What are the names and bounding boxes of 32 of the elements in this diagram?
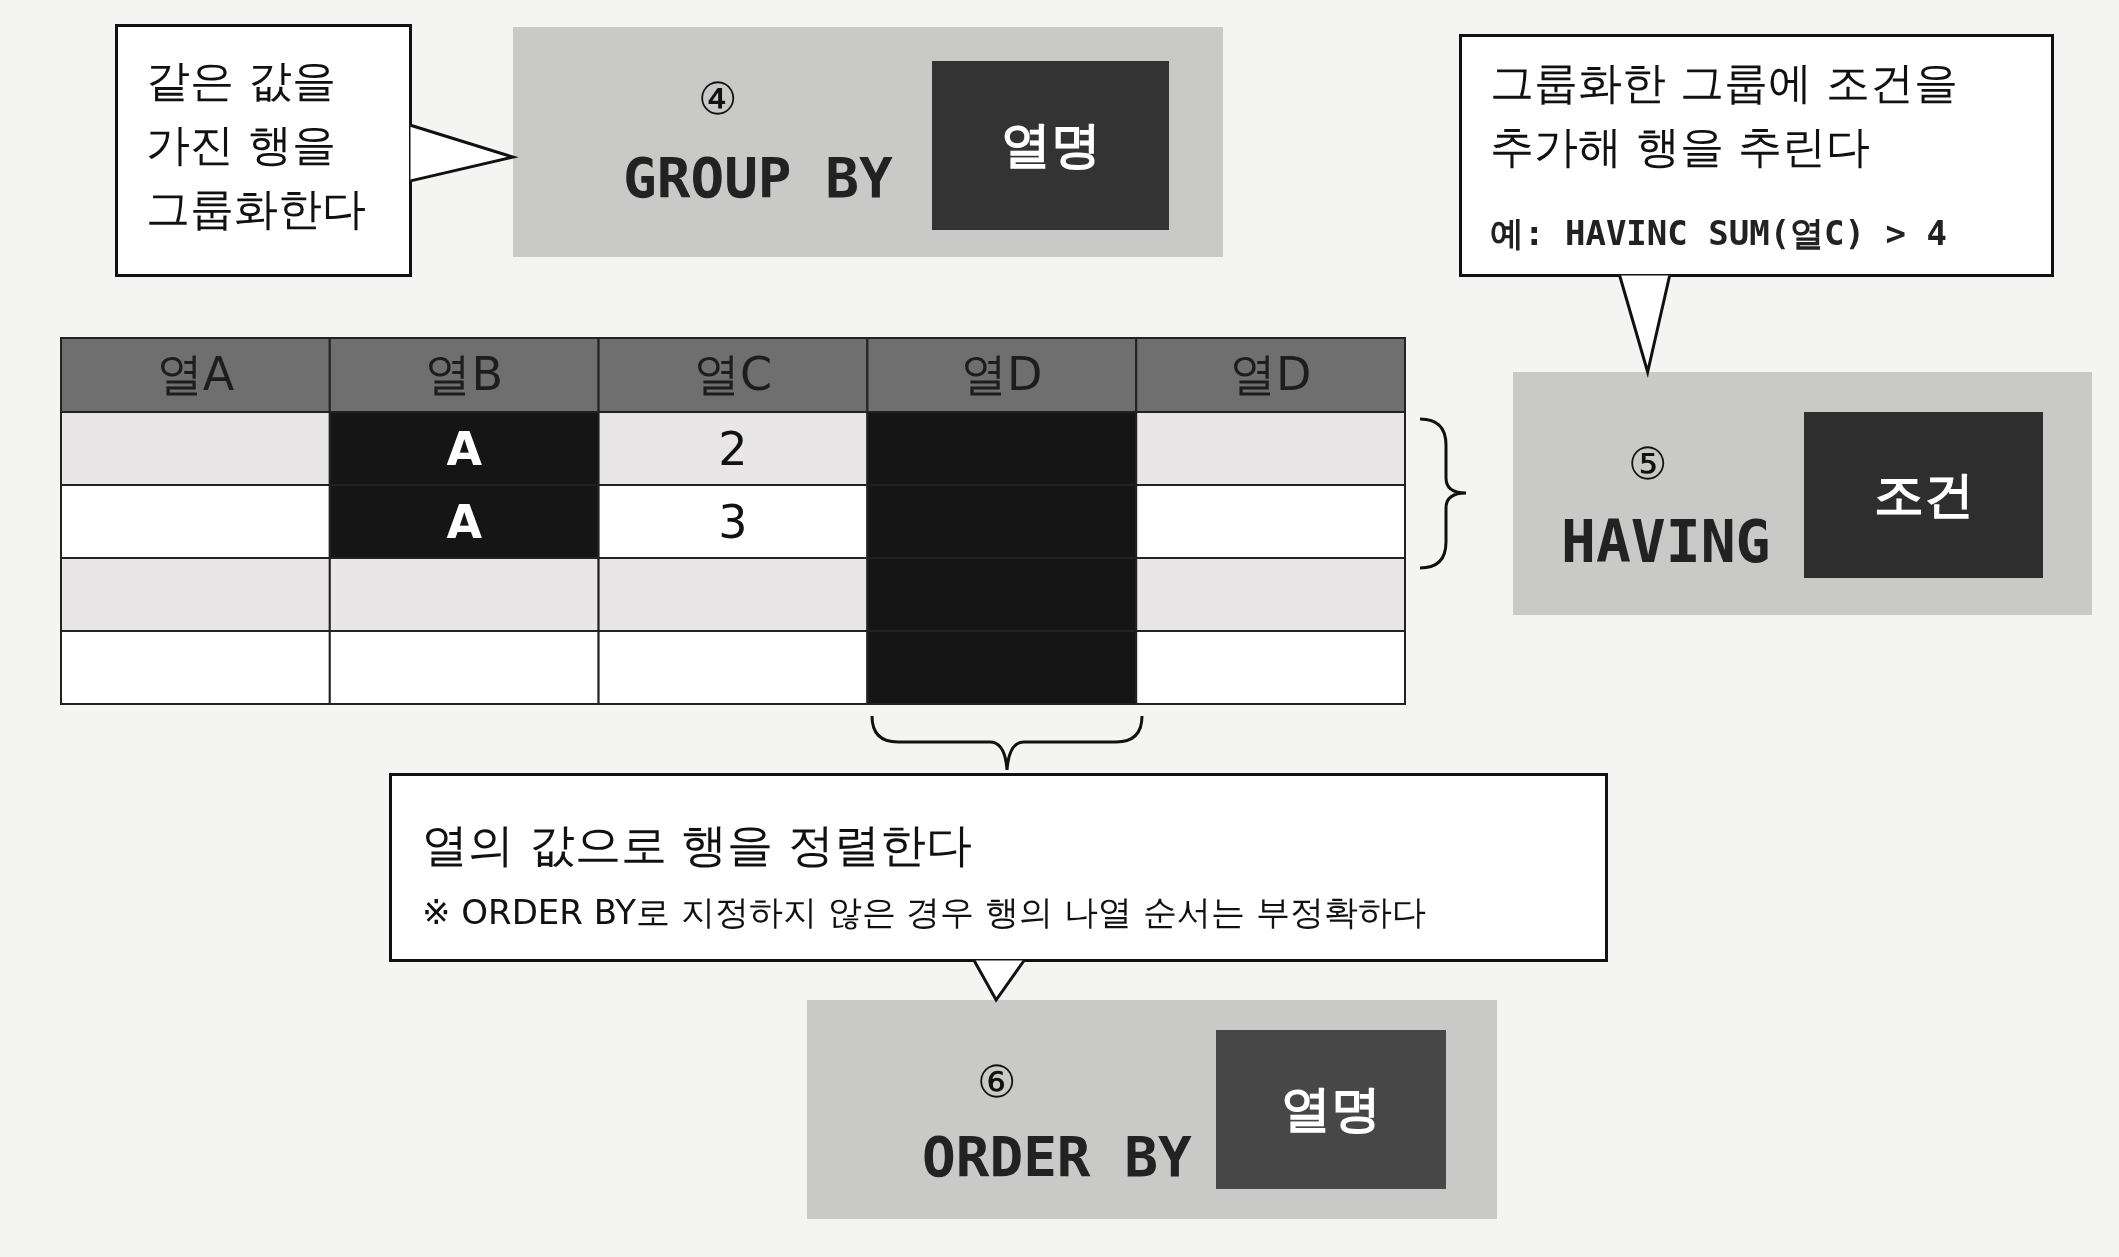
callout-tail: [1618, 274, 1672, 378]
circled-number: ⑥: [977, 1055, 1017, 1109]
column-header: 열A: [156, 346, 235, 403]
circled-number: ⑤: [1628, 437, 1668, 491]
clause-panel: [1513, 372, 2092, 615]
keyword-label: ORDER BY: [922, 1123, 1192, 1191]
example-text: 예: HAVINC SUM(열C) > 4: [1490, 212, 1947, 255]
keyword-label: GROUP BY: [623, 144, 893, 212]
speech-bubble: [115, 24, 412, 277]
column-header: 열C: [693, 346, 773, 403]
clause-panel: [513, 27, 1223, 257]
cell-text: A: [446, 421, 482, 476]
callout-text: 같은 값을 가진 행을 그룹화한다: [146, 54, 367, 236]
keyword-label: HAVING: [1561, 507, 1771, 578]
column-header: 열B: [425, 346, 503, 403]
cell-text: 3: [718, 494, 748, 549]
cell-text: 2: [718, 421, 748, 476]
clause-panel: [807, 1000, 1497, 1219]
speech-bubble: [1459, 34, 2054, 277]
column-header: 열D: [1229, 346, 1312, 403]
value-box: 열명: [932, 61, 1169, 230]
cell-text: A: [446, 494, 482, 549]
callout-tail: [972, 959, 1026, 1003]
value-box: 조건: [1804, 412, 2043, 578]
callout-tail: [409, 123, 519, 183]
circled-number: ④: [698, 72, 738, 126]
value-box: 열명: [1216, 1030, 1446, 1189]
column-header: 열D: [961, 346, 1043, 403]
note-text: ※ ORDER BY로 지정하지 않은 경우 행의 나열 순서는 부정확하다: [422, 891, 1426, 934]
speech-bubble: [389, 773, 1608, 962]
callout-text: 그룹화한 그룹에 조건을 추가해 행을 추린다: [1490, 56, 1959, 174]
callout-text: 열의 값으로 행을 정렬한다: [422, 817, 972, 874]
